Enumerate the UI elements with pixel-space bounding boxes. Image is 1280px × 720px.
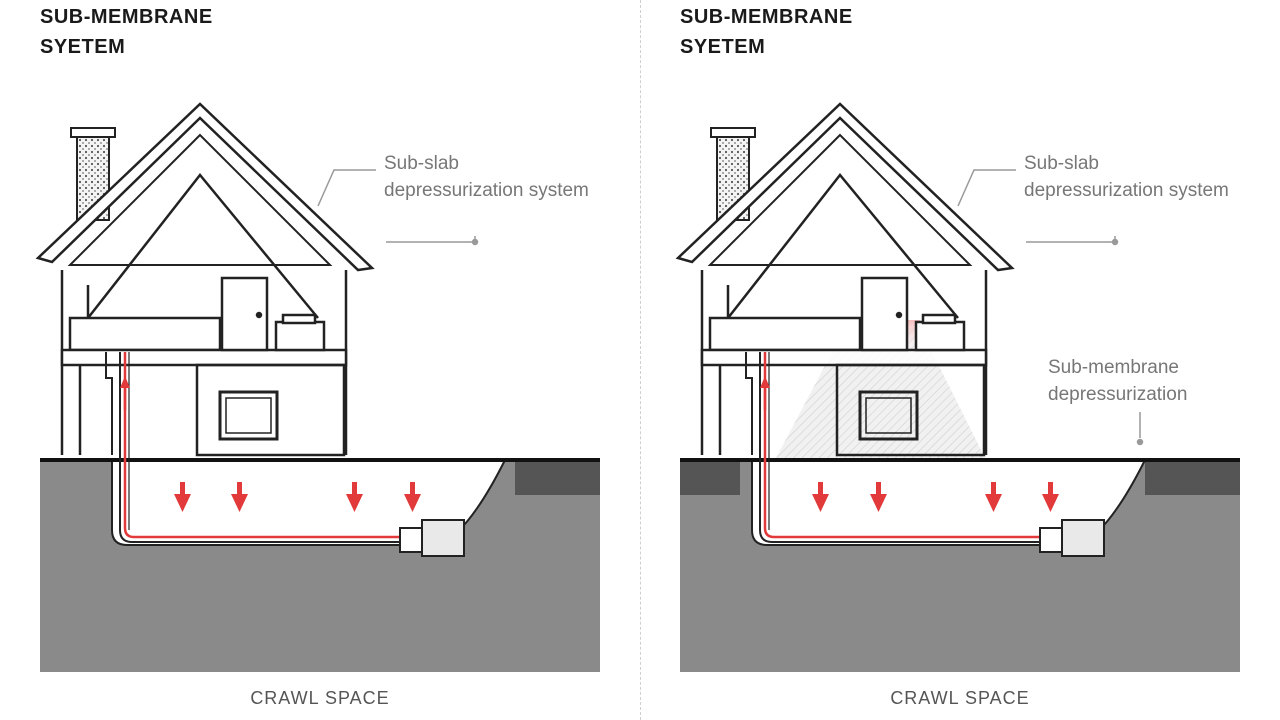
down-arrow (404, 482, 421, 512)
right-house-diagram (675, 102, 1240, 672)
label-line-2: depressurization system (384, 180, 589, 201)
vent-pipe (105, 352, 465, 557)
house-structure (60, 276, 348, 457)
subslab-label: Sub-slab depressurization system (1024, 150, 1229, 204)
panel-divider (640, 0, 641, 720)
label-line-1: Sub-membrane (1048, 357, 1179, 378)
left-panel: SUB-MEMBRANE SYETEM (35, 2, 600, 708)
title-line-2: SYETEM (680, 36, 766, 58)
panel-caption: CRAWL SPACE (250, 688, 390, 708)
title-line-2: SYETEM (40, 36, 126, 58)
down-arrow (346, 482, 363, 512)
ground (40, 458, 600, 672)
subslab-label: Sub-slab depressurization system (384, 150, 589, 204)
label-leader (957, 169, 1144, 446)
house-structure (700, 276, 988, 457)
submembrane-label: Sub-membrane depressurization (1048, 354, 1187, 408)
label-line-2: depressurization (1048, 384, 1188, 405)
down-arrow (870, 482, 887, 512)
panel-title: SUB-MEMBRANE SYETEM (40, 2, 213, 62)
right-panel: SUB-MEMBRANE SYETEM (640, 0, 1280, 720)
label-line-2: depressurization system (1024, 180, 1229, 201)
down-arrow (174, 482, 191, 512)
vent-pipe (745, 352, 1105, 557)
suction-arrows (812, 482, 1059, 512)
title-line-1: SUB-MEMBRANE (680, 6, 853, 28)
down-arrow (1042, 482, 1059, 512)
label-leader (317, 169, 479, 246)
left-house-diagram (35, 102, 600, 672)
down-arrow (812, 482, 829, 512)
label-line-1: Sub-slab (384, 153, 459, 174)
ground (680, 458, 1240, 672)
panel-title: SUB-MEMBRANE SYETEM (680, 2, 853, 62)
label-line-1: Sub-slab (1024, 153, 1099, 174)
panel-caption: CRAWL SPACE (890, 688, 1030, 708)
title-line-1: SUB-MEMBRANE (40, 6, 213, 28)
down-arrow (231, 482, 248, 512)
down-arrow (985, 482, 1002, 512)
suction-arrows (174, 482, 421, 512)
